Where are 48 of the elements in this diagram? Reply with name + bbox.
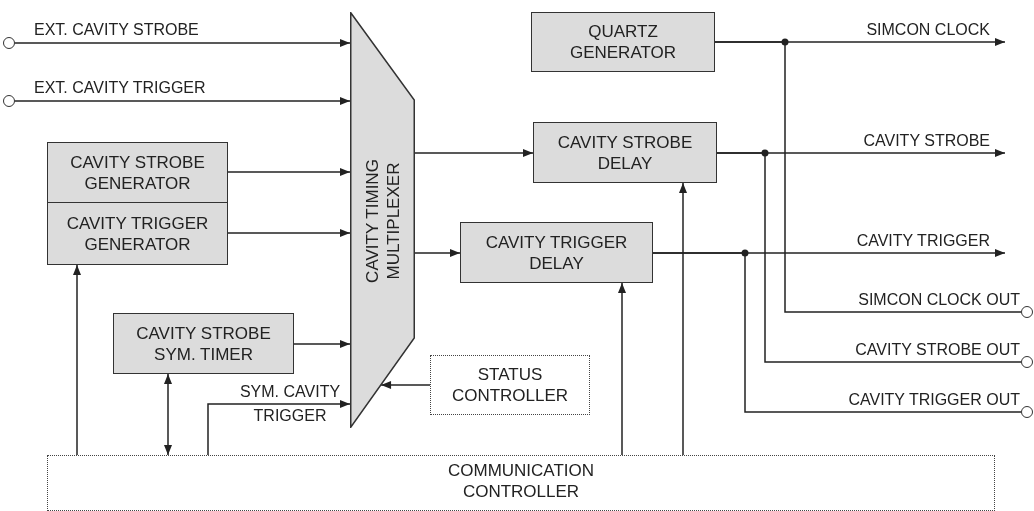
block-box: [47, 202, 228, 265]
arrow: [14, 39, 351, 47]
block-label: CAVITY TRIGGER GENERATOR: [65, 212, 210, 255]
block-label: CAVITY STROBE DELAY: [556, 131, 694, 174]
arrow: [227, 168, 351, 176]
arrow: [207, 400, 351, 456]
block-label: COMMUNICATION CONTROLLER: [446, 460, 596, 502]
block-label: CAVITY STROBE SYM. TIMER: [135, 322, 272, 365]
arrow: [618, 282, 626, 456]
arrow: [380, 381, 431, 389]
signal-label: CAVITY TRIGGER OUT: [848, 390, 1020, 410]
arrow: [414, 249, 461, 257]
arrow: [227, 229, 351, 237]
block-box: [47, 142, 228, 203]
signal-label: SIMCON CLOCK OUT: [858, 290, 1020, 310]
terminal-circle: [1021, 406, 1033, 418]
arrow: [293, 340, 351, 348]
arrow: [414, 149, 534, 157]
connector-line: [652, 252, 1022, 413]
arrow: [73, 264, 81, 456]
block-label: STATUS CONTROLLER: [450, 364, 570, 406]
signal-label: CAVITY STROBE OUT: [855, 340, 1020, 360]
block-label: CAVITY STROBE GENERATOR: [69, 151, 206, 194]
block-label: CAVITY TRIGGER DELAY: [484, 231, 629, 274]
arrow: [679, 182, 687, 456]
block-label: QUARTZ GENERATOR: [568, 21, 678, 63]
block-box: [460, 222, 653, 283]
terminal-circle: [3, 37, 15, 49]
block-box: [533, 122, 717, 183]
arrow: [14, 97, 351, 105]
connector-line: [714, 41, 1022, 313]
connector-line: [716, 152, 1022, 363]
arrow: [164, 373, 172, 456]
signal-label: SIMCON CLOCK: [866, 20, 990, 40]
signal-label: CAVITY TRIGGER: [856, 231, 990, 251]
terminal-circle: [1021, 356, 1033, 368]
signal-label: SYM. CAVITY TRIGGER: [238, 382, 342, 426]
controller-box: [47, 455, 995, 511]
signal-label: CAVITY STROBE: [863, 131, 990, 151]
signal-label: EXT. CAVITY STROBE: [34, 20, 199, 40]
terminal-circle: [1021, 306, 1033, 318]
block-label: CAVITY TIMING MULTIPLEXER: [361, 158, 404, 285]
controller-box: [430, 355, 590, 415]
signal-label: EXT. CAVITY TRIGGER: [34, 78, 206, 98]
block-box: [531, 12, 715, 72]
multiplexer-block: [350, 12, 415, 428]
block-box: [113, 313, 294, 374]
terminal-circle: [3, 95, 15, 107]
